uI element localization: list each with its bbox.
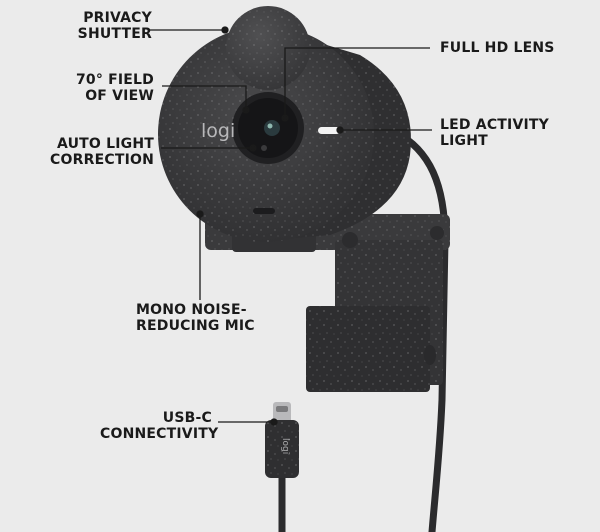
svg-text:logi: logi	[280, 438, 290, 454]
callout-text: USB-C	[162, 410, 212, 426]
callout-text: AUTO LIGHT	[57, 136, 154, 152]
led-light	[318, 127, 340, 134]
callout-privacy-shutter: PRIVACY SHUTTER	[72, 10, 152, 42]
brand-mark: logi	[201, 120, 235, 142]
lens	[264, 120, 280, 136]
usb-c-connector: logi	[265, 402, 299, 532]
field-of-view-line	[162, 85, 247, 110]
callout-mono-mic: MONO NOISE- REDUCING MIC	[136, 302, 255, 334]
callout-lines	[148, 26, 432, 426]
callout-auto-light: AUTO LIGHT CORRECTION	[30, 136, 154, 168]
callout-field-of-view: 70° FIELD OF VIEW	[72, 72, 154, 104]
callout-full-hd-lens: FULL HD LENS	[440, 40, 555, 56]
callout-text: 70° FIELD	[75, 72, 154, 88]
callout-usb-c: USB-C CONNECTIVITY	[100, 410, 219, 442]
callout-text: REDUCING MIC	[136, 318, 255, 334]
callout-text: PRIVACY	[83, 10, 152, 26]
callout-text: SHUTTER	[77, 26, 152, 42]
callout-text: LIGHT	[440, 133, 488, 149]
callout-text: CONNECTIVITY	[100, 426, 219, 442]
callout-text: FULL HD LENS	[440, 40, 555, 56]
callout-text: MONO NOISE-	[136, 302, 247, 318]
callout-text: CORRECTION	[50, 152, 154, 168]
mic-slot	[253, 208, 275, 214]
callout-text: LED ACTIVITY	[440, 117, 549, 133]
callout-text: OF VIEW	[85, 88, 154, 104]
callout-led-activity: LED ACTIVITY LIGHT	[440, 117, 549, 149]
usb-cable	[391, 128, 449, 532]
full-hd-lens-line	[284, 47, 430, 118]
